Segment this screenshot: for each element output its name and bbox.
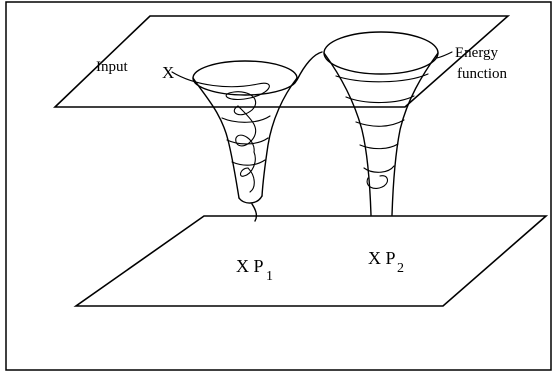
- top-plane: [53, 15, 511, 108]
- label-energy: Energy: [455, 45, 499, 61]
- figure-border: [5, 1, 552, 371]
- label-xp1-sub: 1: [266, 269, 273, 284]
- label-x: X: [162, 63, 174, 82]
- label-xp1-base: X P: [236, 256, 264, 276]
- label-input: Input: [96, 59, 128, 75]
- energy-leader-line: [436, 51, 453, 59]
- energy-ridge: [296, 51, 323, 81]
- funnel-left: [171, 60, 298, 222]
- label-xp2: X P 2: [368, 248, 404, 276]
- label-xp2-sub: 2: [397, 261, 404, 276]
- label-function: function: [457, 66, 507, 82]
- label-xp2-base: X P: [368, 248, 396, 268]
- label-xp1: X P 1: [236, 256, 273, 284]
- bottom-plane: [73, 215, 549, 307]
- funnel-right: [323, 31, 439, 216]
